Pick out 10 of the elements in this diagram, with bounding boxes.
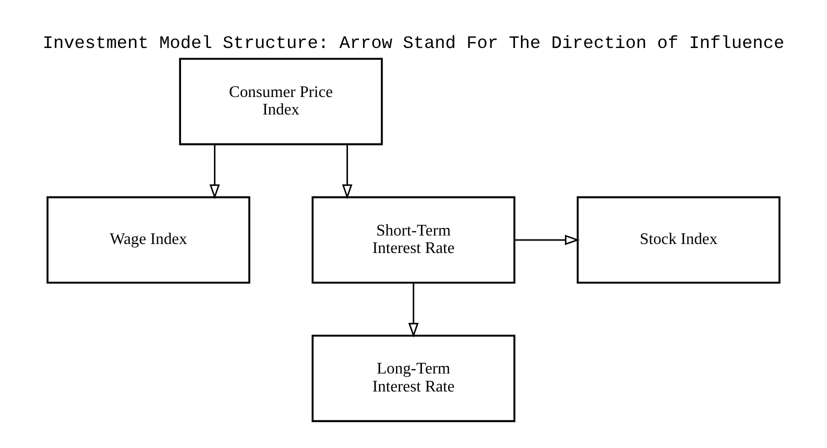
arrow — [514, 234, 580, 245]
node-box: Wage Index — [46, 196, 250, 284]
node-box: Short-Term Interest Rate — [312, 196, 516, 284]
node-box: Stock Index — [576, 196, 780, 284]
arrow — [210, 144, 220, 199]
diagram-title: Investment Model Structure: Arrow Stand For The Direction of Influence — [42, 33, 784, 54]
arrow — [408, 282, 419, 338]
arrow — [342, 144, 352, 199]
node-box: Long-Term Interest Rate — [312, 334, 516, 422]
node-box: Consumer Price Index — [179, 57, 383, 145]
